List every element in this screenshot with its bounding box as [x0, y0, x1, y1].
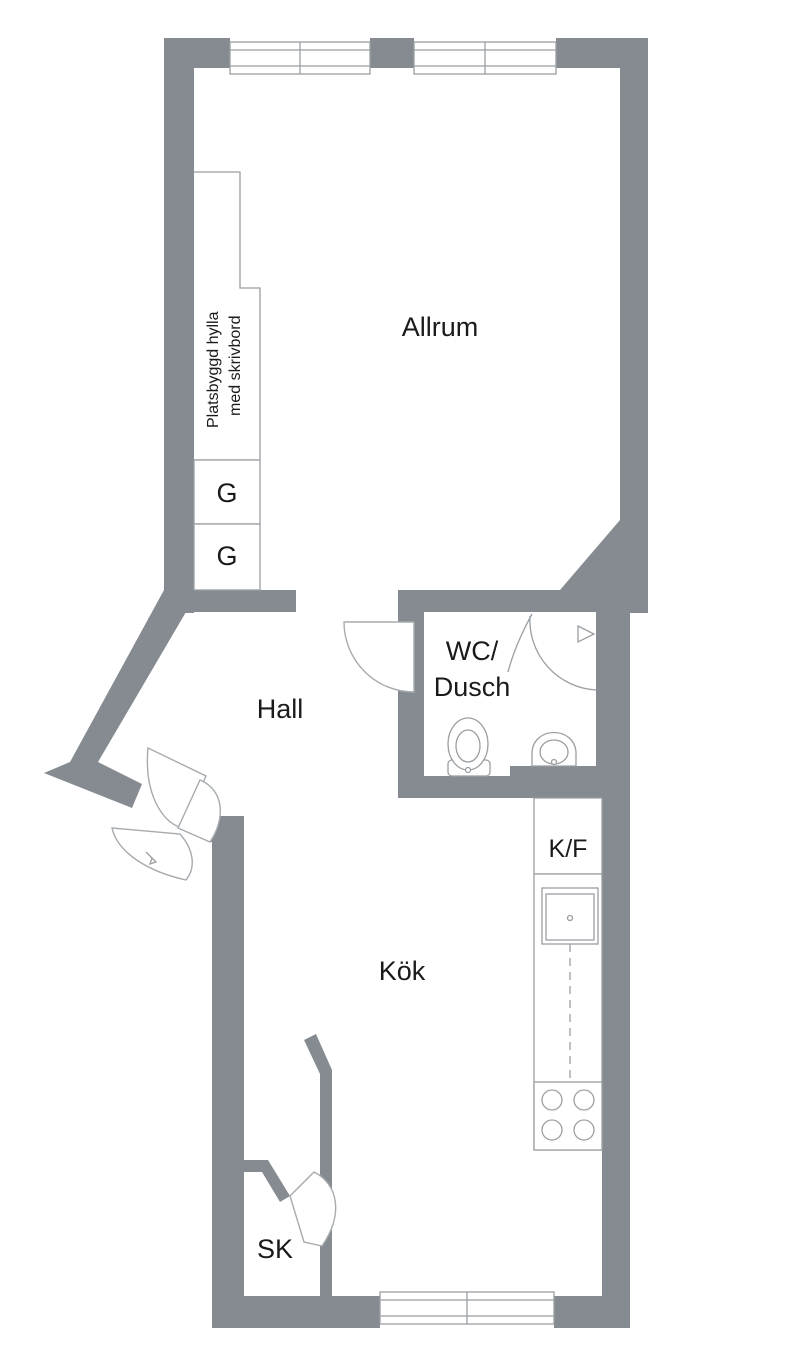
shelf-label-line1: Platsbyggd hylla: [205, 311, 222, 428]
doors: [111, 613, 597, 1247]
wardrobe-2: [193, 523, 261, 591]
wall-wc-right: [596, 590, 630, 800]
wardrobe-1-label: G: [216, 478, 237, 508]
wall-kok-bottom-left: [212, 1296, 380, 1328]
wc-door-swing: [343, 621, 415, 693]
shelf-label-line2: med skrivbord: [227, 316, 244, 416]
sk-door-swing: [289, 1171, 337, 1247]
entry-door-leaf-right: [177, 779, 222, 843]
wall-sk-right: [304, 1034, 332, 1296]
shower-curtain: [507, 613, 533, 673]
wall-allrum-top-mid: [370, 38, 414, 68]
wardrobe-2-label: G: [216, 541, 237, 571]
toilet-icon: [447, 717, 491, 777]
entry-arrow-icon: [145, 851, 158, 866]
entry-door-leaf-lower: [111, 827, 193, 881]
wall-kok-bottom-right: [554, 1296, 630, 1328]
room-labels: Allrum Hall WC/ Dusch Kök SK: [257, 312, 511, 1264]
wall-allrum-corner: [560, 520, 648, 612]
room-label-allrum: Allrum: [402, 312, 479, 342]
wall-allrum-bottom-right: [398, 590, 648, 612]
wall-allrum-left: [164, 38, 194, 613]
wall-allrum-top-left: [164, 38, 230, 68]
fridge-freezer-label: K/F: [549, 835, 588, 863]
wc-fixtures: [447, 717, 577, 777]
walls: [44, 38, 648, 1328]
room-label-sk: SK: [257, 1234, 293, 1264]
wardrobes: G G: [193, 459, 261, 591]
stove-icon: [533, 1081, 603, 1151]
wall-allrum-right: [620, 38, 648, 613]
shower-swing: [529, 615, 597, 691]
wardrobe-1: [193, 459, 261, 525]
shower-arrow-icon: [577, 624, 596, 644]
sink-icon: [531, 731, 577, 767]
wall-allrum-bottom-left: [164, 590, 296, 612]
wall-wc-bottom: [398, 776, 630, 798]
window-kok: [379, 1291, 555, 1325]
windows: [229, 41, 557, 1325]
wall-kok-left: [212, 816, 244, 1328]
kitchen-counter: K/F: [533, 797, 603, 1151]
shelf-label: Platsbyggd hylla med skrivbord: [205, 311, 244, 428]
wall-hall-diagonal-lower: [44, 762, 142, 808]
window-allrum-left: [229, 41, 371, 75]
fridge-freezer: [533, 797, 603, 875]
window-allrum-right: [413, 41, 557, 75]
kitchen-sink-icon: [541, 887, 599, 945]
wall-hall-diagonal-upper: [70, 590, 194, 762]
wall-sk-top: [244, 1160, 290, 1202]
wall-kok-right: [602, 776, 630, 1328]
room-label-wc-line1: WC/: [446, 636, 499, 666]
room-label-kok: Kök: [379, 956, 426, 986]
room-label-wc-line2: Dusch: [434, 672, 511, 702]
wall-wc-ledge: [510, 766, 596, 778]
built-in-shelf: Platsbyggd hylla med skrivbord: [194, 171, 261, 461]
room-label-hall: Hall: [257, 694, 304, 724]
